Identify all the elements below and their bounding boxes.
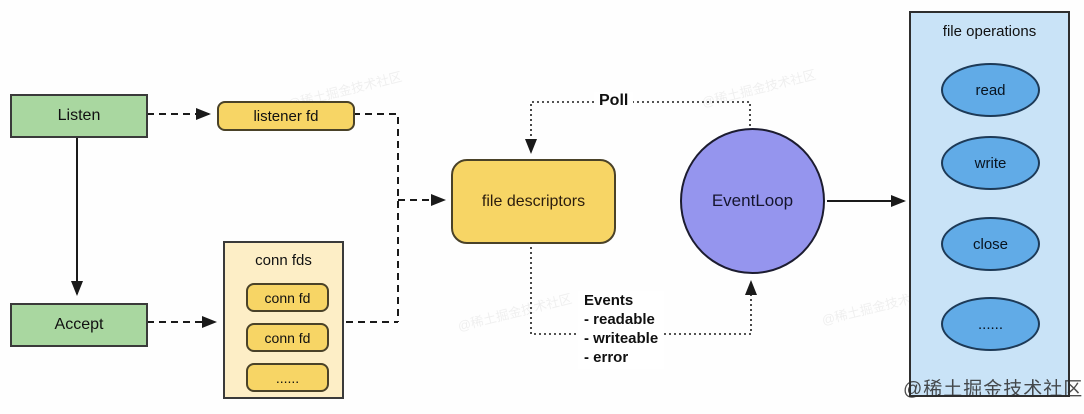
eventloop-node: EventLoop [680, 128, 825, 274]
events-item: - readable [584, 311, 655, 328]
conn-fds-title: conn fds [255, 252, 312, 269]
listen-label: Listen [57, 107, 101, 124]
operation-label: close [972, 235, 1009, 253]
accept-label: Accept [54, 316, 104, 333]
events-item: - writeable [584, 330, 659, 347]
conn-fd-label: conn fd [264, 329, 311, 346]
conn-fd-item: conn fd [246, 323, 329, 352]
events-item: - error [584, 349, 629, 366]
operation-label: ...... [977, 315, 1003, 333]
conn-fd-item: ...... [246, 363, 329, 392]
file-operations-panel: file operations read write close ...... [909, 11, 1070, 397]
events-label-block: Events - readable - writeable - error [578, 291, 665, 369]
operation-ellipse-more: ...... [941, 297, 1040, 351]
operation-label: write [974, 154, 1007, 172]
file-operations-title: file operations [942, 23, 1037, 40]
events-title: Events [584, 292, 634, 309]
conn-fd-label: conn fd [264, 289, 311, 306]
watermark: @稀土掘金技术社区 [903, 379, 1084, 400]
listen-node: Listen [10, 94, 148, 138]
file-descriptors-label: file descriptors [481, 192, 586, 210]
eventloop-label: EventLoop [711, 191, 794, 210]
line-listenerfd-trunk [353, 113, 399, 322]
listener-fd-node: listener fd [217, 101, 355, 131]
conn-fds-panel: conn fds conn fd conn fd ...... [223, 241, 344, 399]
conn-fd-label: ...... [275, 369, 300, 386]
operation-ellipse-write: write [941, 136, 1040, 190]
watermark-faint: @稀土掘金技术社区 [456, 291, 574, 334]
conn-fd-item: conn fd [246, 283, 329, 312]
poll-label: Poll [594, 92, 634, 110]
operation-ellipse-close: close [941, 217, 1040, 271]
listener-fd-label: listener fd [253, 107, 319, 125]
accept-node: Accept [10, 303, 148, 347]
file-descriptors-node: file descriptors [451, 159, 616, 244]
operation-ellipse-read: read [941, 63, 1040, 117]
watermark-faint: @稀土掘金技术社区 [700, 67, 818, 110]
operation-label: read [975, 81, 1006, 99]
